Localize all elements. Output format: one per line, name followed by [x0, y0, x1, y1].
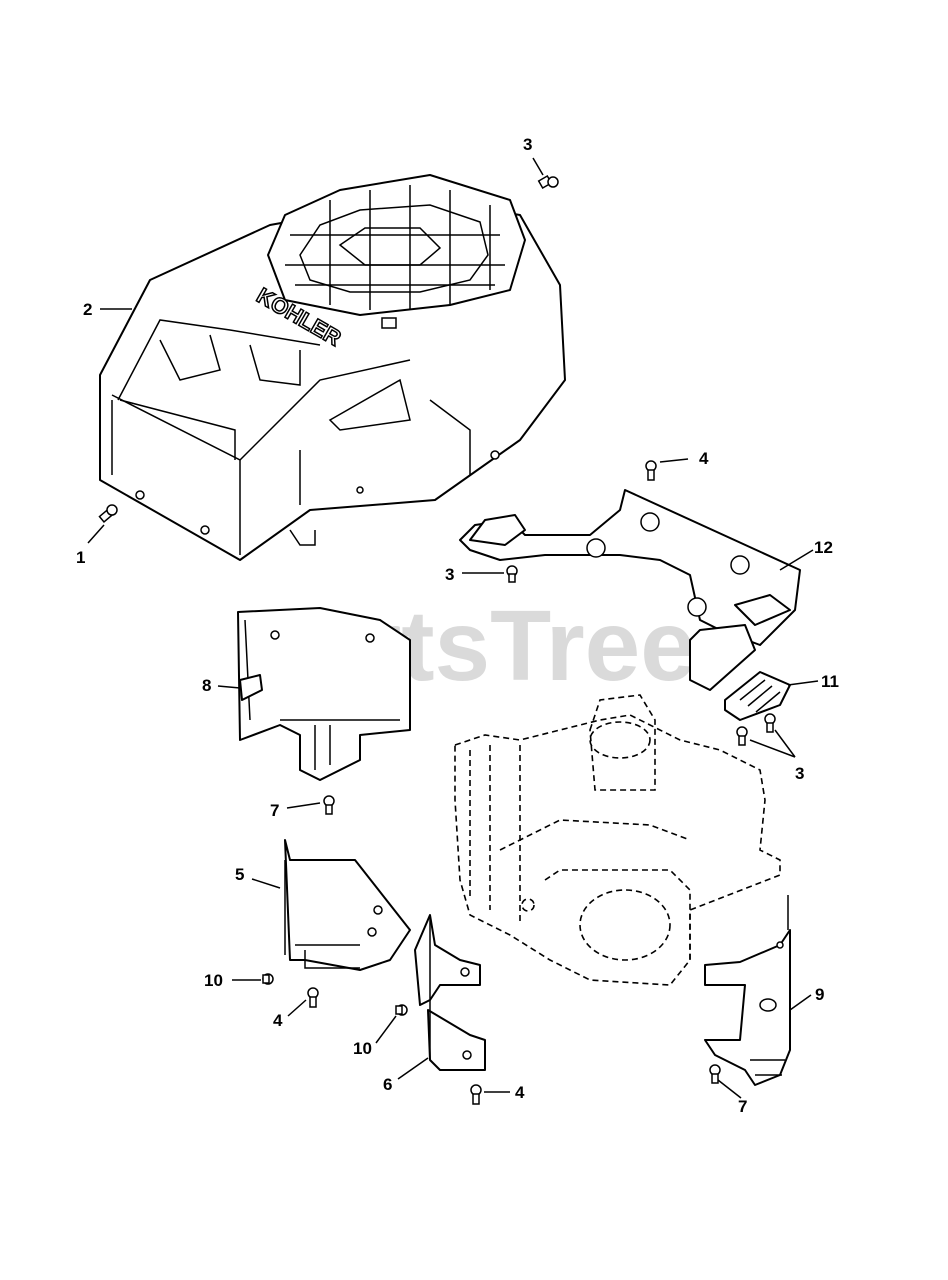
- callout-3-mid: 3: [445, 565, 454, 584]
- blower-housing: KOHLER: [99, 174, 566, 561]
- callout-4-bottom: 4: [515, 1083, 525, 1102]
- bolt-3-top: [537, 175, 559, 189]
- callout-4-top: 4: [699, 449, 709, 468]
- bolt-7-right: [709, 1064, 721, 1084]
- bolt-4-bottom: [470, 1084, 482, 1105]
- bolt-3-right-b: [764, 713, 776, 733]
- bolt-1: [98, 504, 118, 523]
- bolt-3-mid: [506, 565, 518, 583]
- callout-7-right: 7: [738, 1097, 747, 1116]
- shield-8: [237, 607, 411, 781]
- callout-9: 9: [815, 985, 824, 1004]
- callout-10-left: 10: [204, 971, 223, 990]
- callout-3-right: 3: [795, 764, 804, 783]
- bolt-3-right-a: [736, 726, 748, 746]
- bolt-4-left: [307, 987, 319, 1008]
- callout-7-left: 7: [270, 801, 279, 820]
- callout-12: 12: [814, 538, 833, 557]
- bolt-4-top: [645, 460, 657, 481]
- bracket-6: [414, 914, 486, 1071]
- engine-outline: [454, 694, 781, 986]
- callout-5: 5: [235, 865, 244, 884]
- callout-8: 8: [202, 676, 211, 695]
- callout-labels: 3 2 1 4 12 3 8 11 3 7 5 10 4 10 6 4 9 7: [76, 135, 839, 1116]
- callout-1: 1: [76, 548, 85, 567]
- callout-10-mid: 10: [353, 1039, 372, 1058]
- callout-2: 2: [83, 300, 92, 319]
- bolt-10-left: [262, 973, 274, 985]
- callout-3-top: 3: [523, 135, 532, 154]
- baffle-5: [284, 839, 411, 971]
- callout-11: 11: [821, 672, 839, 691]
- bracket-9: [704, 895, 791, 1086]
- bolt-10-mid: [395, 1004, 408, 1016]
- bolt-7-left: [323, 795, 335, 815]
- mounting-plate: [459, 489, 801, 646]
- bracket-11: [689, 624, 791, 721]
- leader-lines: [87, 157, 819, 1099]
- callout-4-left: 4: [273, 1011, 283, 1030]
- callout-6: 6: [383, 1075, 392, 1094]
